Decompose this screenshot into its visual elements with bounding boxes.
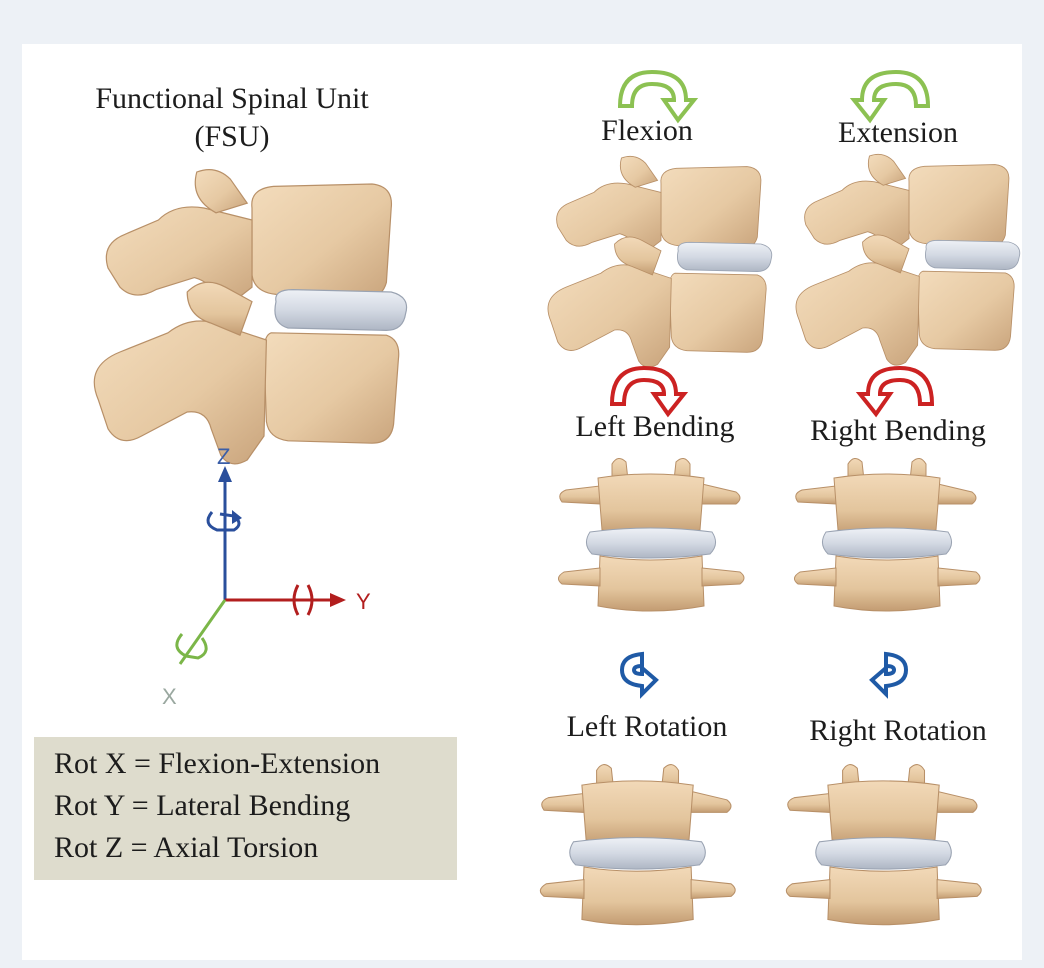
flexion-label: Flexion bbox=[601, 114, 693, 147]
y-rotation-icon bbox=[292, 584, 314, 616]
fsu-title-line2: (FSU) bbox=[194, 120, 270, 153]
fsu-title-line1: Functional Spinal Unit bbox=[95, 82, 369, 115]
right-bending-label: Right Bending bbox=[810, 414, 986, 447]
flexion-arrow-icon bbox=[617, 69, 699, 124]
z-axis-label: Z bbox=[217, 444, 230, 469]
right-rotation-label: Right Rotation bbox=[809, 714, 987, 747]
extension-arrow-icon bbox=[849, 69, 931, 124]
coordinate-axes bbox=[175, 466, 346, 665]
left-rotation-label: Left Rotation bbox=[566, 710, 728, 743]
legend-rot-y: Rot Y = Lateral Bending bbox=[54, 789, 351, 822]
left-bending-arrow-icon bbox=[609, 365, 689, 418]
left-rotation-arrow-icon bbox=[619, 651, 659, 699]
legend-rot-z: Rot Z = Axial Torsion bbox=[54, 831, 319, 864]
y-axis-label: Y bbox=[356, 589, 371, 614]
main-fsu-image bbox=[93, 169, 408, 465]
rotation-legend-box: Rot X = Flexion-Extension Rot Y = Latera… bbox=[34, 737, 457, 880]
z-axis-arrowhead bbox=[218, 466, 232, 482]
legend-rot-x: Rot X = Flexion-Extension bbox=[54, 747, 381, 780]
left-rotation-fsu-image bbox=[539, 764, 736, 926]
right-rotation-fsu-image bbox=[785, 764, 982, 926]
illustration-canvas: Z Y X bbox=[93, 69, 1021, 926]
figure-panel: Z Y X Functional Spinal Unit (FSU) Flexi… bbox=[22, 44, 1022, 960]
right-rotation-arrow-icon bbox=[869, 651, 909, 699]
left-bending-label: Left Bending bbox=[575, 410, 735, 443]
right-bending-fsu-image bbox=[793, 457, 981, 612]
extension-label: Extension bbox=[838, 116, 958, 149]
x-rotation-icon bbox=[175, 633, 208, 660]
x-axis-label: X bbox=[162, 684, 177, 709]
y-axis-arrowhead bbox=[330, 593, 346, 607]
left-bending-fsu-image bbox=[557, 457, 745, 612]
extension-fsu-image bbox=[795, 153, 1021, 366]
flexion-fsu-image bbox=[547, 155, 773, 368]
x-axis-line bbox=[178, 599, 227, 665]
right-bending-arrow-icon bbox=[855, 365, 935, 418]
